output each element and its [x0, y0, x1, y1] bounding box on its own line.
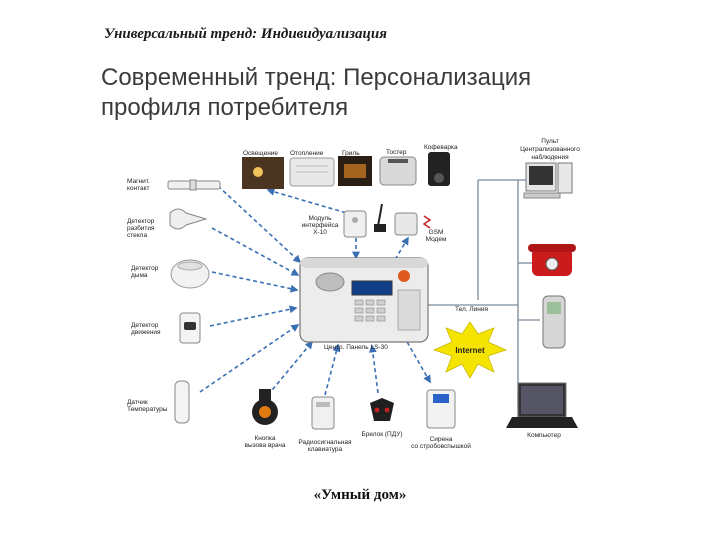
- appliance-row: [242, 152, 450, 189]
- label-magnetic-2: контакт: [127, 185, 150, 192]
- remote-fob-image: [370, 398, 394, 421]
- label-glass-2: разбития: [127, 224, 155, 232]
- glass-break-image: [169, 208, 208, 230]
- label-toaster: Тостер: [386, 149, 407, 156]
- label-panic-1: Кнопка: [254, 435, 275, 442]
- label-interface-1: Модуль: [308, 215, 332, 222]
- label-console-1: Пульт: [541, 138, 558, 145]
- label-console-3: наблюдения: [531, 153, 569, 161]
- computer-image: [506, 382, 578, 428]
- arrow-temperature: [199, 324, 300, 393]
- arrow-remote: [368, 344, 379, 394]
- siren-image: [426, 389, 456, 429]
- toaster-image: [379, 156, 417, 186]
- label-tel-line: Тел. Линия: [455, 306, 489, 313]
- coffee-maker-image: [428, 152, 450, 186]
- arrow-radio-keypad: [324, 343, 341, 396]
- control-panel-image: [299, 257, 429, 343]
- label-radio-2: клавиатура: [308, 446, 343, 453]
- radio-keypad-image: [311, 396, 335, 430]
- arrow-siren: [405, 339, 431, 384]
- diagram-labels: Освещение Отопление Гриль Тостер Кофевар…: [127, 138, 580, 453]
- label-gsm-2: Модем: [426, 236, 447, 243]
- arrow-smoke: [211, 271, 299, 293]
- label-internet: Internet: [455, 346, 485, 355]
- label-temp-2: Температуры: [127, 406, 168, 413]
- label-siren-1: Сирена: [430, 436, 453, 443]
- label-radio-1: Радиосигнальная: [298, 439, 352, 446]
- page-title-line-1: Современный тренд: Персонализация: [101, 64, 532, 91]
- label-heating: Отопление: [290, 150, 324, 157]
- label-smoke-2: дыма: [131, 272, 148, 279]
- panel-keypad: [354, 299, 386, 322]
- sensor-column: [167, 179, 221, 424]
- lamp-glow: [253, 167, 263, 177]
- arrow-motion: [209, 305, 298, 327]
- label-control-panel: Центр. Панель LS-30: [324, 344, 388, 351]
- arrow-appliances: [266, 187, 351, 215]
- temperature-sensor-image: [174, 380, 190, 424]
- label-console-2: Централизованного: [520, 146, 580, 153]
- panel-logo: [398, 270, 410, 282]
- central-console-image: [523, 162, 573, 199]
- label-interface-3: X-10: [313, 229, 327, 236]
- label-glass-3: стекла: [127, 232, 147, 239]
- arrow-gsm: [395, 236, 409, 259]
- label-panic-2: вызова врача: [245, 442, 286, 449]
- label-remote: Брелок (ПДУ): [361, 431, 402, 438]
- label-gsm-1: GSM: [429, 229, 444, 236]
- caption: «Умный дом»: [313, 487, 407, 503]
- arrow-glass-break: [211, 227, 300, 276]
- label-lighting: Освещение: [243, 150, 278, 157]
- panel-display: [351, 280, 393, 296]
- label-motion-1: Детектор: [131, 322, 159, 329]
- interface-module-image: [343, 210, 367, 238]
- label-smoke-1: Детектор: [131, 265, 159, 272]
- arrow-panic: [267, 340, 314, 396]
- label-grill: Гриль: [342, 150, 360, 157]
- page-title-line-2: профиля потребителя: [101, 94, 349, 121]
- arrow-magnetic-contact: [217, 185, 302, 264]
- internet-burst: [432, 321, 508, 379]
- top-title: Универсальный тренд: Индивидуализация: [104, 26, 387, 42]
- mobile-phone-image: [542, 295, 566, 349]
- panic-button-image: [252, 389, 278, 425]
- gsm-modem-image: [374, 203, 432, 236]
- page-title: Современный тренд: Персонализация профил…: [101, 63, 621, 123]
- label-temp-1: Датчик: [127, 399, 148, 406]
- label-computer: Компьютер: [527, 432, 561, 439]
- label-coffee: Кофеварка: [424, 144, 458, 151]
- connection-arrows: [199, 185, 431, 396]
- label-magnetic-1: Магнит.: [127, 178, 150, 185]
- lighting-image: [242, 157, 284, 189]
- label-glass-1: Детектор: [127, 218, 155, 225]
- label-interface-2: интерфейса: [302, 221, 339, 229]
- label-siren-2: со стробовспышкой: [411, 442, 471, 450]
- landline-phone-image: [528, 244, 576, 276]
- label-motion-2: движения: [131, 329, 161, 336]
